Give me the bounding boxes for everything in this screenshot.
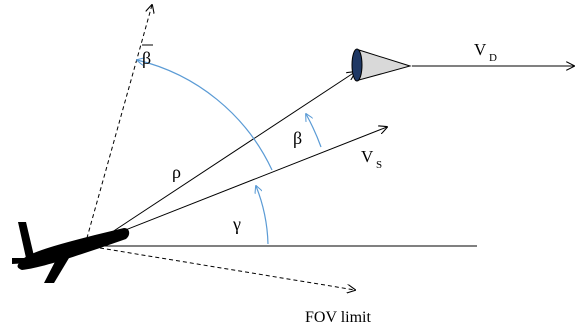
beta-arc: [306, 114, 322, 148]
vs-label: V S: [361, 147, 382, 171]
svg-text:S: S: [376, 159, 382, 171]
gamma-arc: [256, 186, 269, 245]
svg-text:V: V: [474, 40, 487, 59]
fov-upper-boundary: [84, 5, 152, 246]
fov-limit-label: FOV limit: [305, 309, 372, 326]
beta-bar-arc: [137, 60, 273, 171]
gamma-label: γ: [232, 214, 241, 234]
vd-label: V D: [474, 40, 497, 64]
beta-label: β: [293, 128, 302, 148]
rho-label: ρ: [172, 162, 181, 182]
aircraft-icon: [12, 222, 130, 283]
vs-vector: [99, 127, 387, 241]
svg-text:D: D: [489, 52, 497, 64]
svg-text:V: V: [361, 147, 374, 166]
beta-bar-label: β: [142, 48, 151, 68]
target-cone: [351, 48, 412, 82]
los-vector: [99, 72, 355, 241]
fov-lower-boundary: [99, 247, 355, 290]
